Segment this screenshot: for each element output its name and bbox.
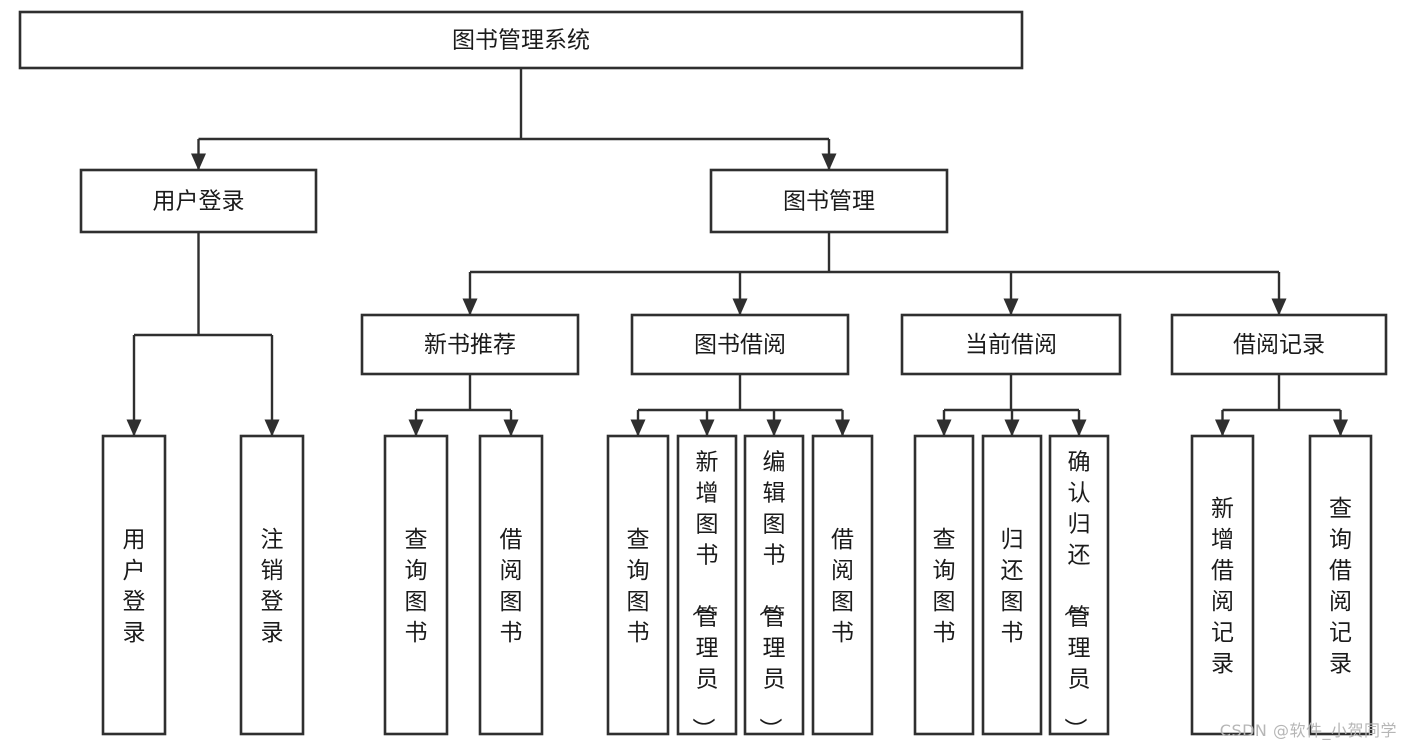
level3-node-book-borrow[interactable]: 图书借阅 <box>630 313 850 376</box>
leaf-node-leaf-borrow-book-rec[interactable]: 借阅图书 <box>478 434 544 736</box>
node-box-leaf-query-book-bb[interactable] <box>606 434 670 736</box>
node-box-leaf-borrow-book-bb[interactable] <box>811 434 874 736</box>
node-label-root: 图书管理系统 <box>452 28 590 54</box>
root-node-root[interactable]: 图书管理系统 <box>18 10 1024 70</box>
node-label-borrow-record: 借阅记录 <box>1233 332 1325 358</box>
arrow-head-icon <box>1333 419 1348 437</box>
arrow-head-icon <box>1004 419 1020 437</box>
leaf-node-leaf-user-login[interactable]: 用户登录 <box>101 434 167 736</box>
node-label-leaf-add-book: 新增图书（管理员） <box>690 450 719 741</box>
arrow-head-icon <box>191 153 206 171</box>
node-label-book-manage: 图书管理 <box>783 189 875 215</box>
leaf-node-leaf-query-book-cb[interactable]: 查询图书 <box>913 434 975 736</box>
node-label-leaf-user-login: 用户登录 <box>123 527 146 646</box>
leaf-node-leaf-add-record[interactable]: 新增借阅记录 <box>1190 434 1255 736</box>
node-label-new-book-rec: 新书推荐 <box>424 332 516 358</box>
node-box-leaf-add-book[interactable] <box>676 434 738 736</box>
arrow-head-icon <box>1071 419 1087 437</box>
arrow-head-icon <box>126 419 142 437</box>
arrow-head-icon <box>264 419 280 437</box>
leaf-node-leaf-confirm-return[interactable]: 确认归还（管理员） <box>1048 434 1110 741</box>
level3-node-borrow-record[interactable]: 借阅记录 <box>1170 313 1388 376</box>
node-box-leaf-edit-book[interactable] <box>743 434 805 736</box>
node-label-leaf-confirm-return: 确认归还（管理员） <box>1062 450 1091 741</box>
arrow-head-icon <box>732 298 748 316</box>
node-box-root[interactable] <box>18 10 1024 70</box>
leaf-node-leaf-add-book[interactable]: 新增图书（管理员） <box>676 434 738 741</box>
node-box-leaf-return-book[interactable] <box>981 434 1043 736</box>
node-label-book-borrow: 图书借阅 <box>694 332 786 358</box>
level2-node-book-manage[interactable]: 图书管理 <box>709 168 949 234</box>
connector-lines <box>126 68 1348 437</box>
node-label-leaf-query-book-cb: 查询图书 <box>933 527 956 646</box>
arrow-head-icon <box>699 419 715 437</box>
node-box-leaf-user-login[interactable] <box>101 434 167 736</box>
node-box-user-login[interactable] <box>79 168 318 234</box>
node-label-leaf-query-book-rec: 查询图书 <box>405 527 428 646</box>
arrow-head-icon <box>630 419 646 437</box>
node-box-leaf-query-book-rec[interactable] <box>383 434 449 736</box>
node-box-book-borrow[interactable] <box>630 313 850 376</box>
arrow-head-icon <box>408 419 424 437</box>
node-box-leaf-confirm-return[interactable] <box>1048 434 1110 736</box>
node-box-leaf-borrow-book-rec[interactable] <box>478 434 544 736</box>
node-box-current-borrow[interactable] <box>900 313 1122 376</box>
level3-node-current-borrow[interactable]: 当前借阅 <box>900 313 1122 376</box>
node-label-leaf-borrow-book-bb: 借阅图书 <box>831 527 854 646</box>
leaf-node-leaf-borrow-book-bb[interactable]: 借阅图书 <box>811 434 874 736</box>
arrow-head-icon <box>503 419 519 437</box>
arrow-head-icon <box>766 419 782 437</box>
node-label-leaf-query-book-bb: 查询图书 <box>627 527 650 646</box>
node-box-leaf-query-book-cb[interactable] <box>913 434 975 736</box>
level3-node-new-book-rec[interactable]: 新书推荐 <box>360 313 580 376</box>
arrow-head-icon <box>1003 298 1019 316</box>
node-label-leaf-return-book: 归还图书 <box>1001 527 1024 646</box>
leaf-node-leaf-query-record[interactable]: 查询借阅记录 <box>1308 434 1373 736</box>
node-label-user-login: 用户登录 <box>153 189 245 215</box>
node-box-book-manage[interactable] <box>709 168 949 234</box>
node-box-new-book-rec[interactable] <box>360 313 580 376</box>
node-boxes: 图书管理系统用户登录图书管理新书推荐图书借阅当前借阅借阅记录用户登录注销登录查询… <box>18 10 1388 741</box>
level2-node-user-login[interactable]: 用户登录 <box>79 168 318 234</box>
leaf-node-leaf-edit-book[interactable]: 编辑图书（管理员） <box>743 434 805 741</box>
node-label-leaf-query-record: 查询借阅记录 <box>1329 496 1352 677</box>
node-label-leaf-borrow-book-rec: 借阅图书 <box>500 527 523 646</box>
node-label-leaf-logout: 注销登录 <box>261 527 284 646</box>
leaf-node-leaf-query-book-rec[interactable]: 查询图书 <box>383 434 449 736</box>
node-box-leaf-logout[interactable] <box>239 434 305 736</box>
arrow-head-icon <box>1215 419 1230 437</box>
node-label-current-borrow: 当前借阅 <box>965 332 1057 358</box>
leaf-node-leaf-logout[interactable]: 注销登录 <box>239 434 305 736</box>
node-box-leaf-query-record[interactable] <box>1308 434 1373 736</box>
arrow-head-icon <box>462 298 478 316</box>
leaf-node-leaf-query-book-bb[interactable]: 查询图书 <box>606 434 670 736</box>
arrow-head-icon <box>835 419 850 437</box>
node-box-borrow-record[interactable] <box>1170 313 1388 376</box>
arrow-head-icon <box>1271 298 1287 316</box>
watermark-text: CSDN @软件_小贺同学 <box>1219 721 1397 740</box>
arrow-head-icon <box>821 153 837 171</box>
node-box-leaf-add-record[interactable] <box>1190 434 1255 736</box>
leaf-node-leaf-return-book[interactable]: 归还图书 <box>981 434 1043 736</box>
node-label-leaf-edit-book: 编辑图书（管理员） <box>757 450 786 741</box>
node-label-leaf-add-record: 新增借阅记录 <box>1211 496 1234 677</box>
arrow-head-icon <box>936 419 952 437</box>
